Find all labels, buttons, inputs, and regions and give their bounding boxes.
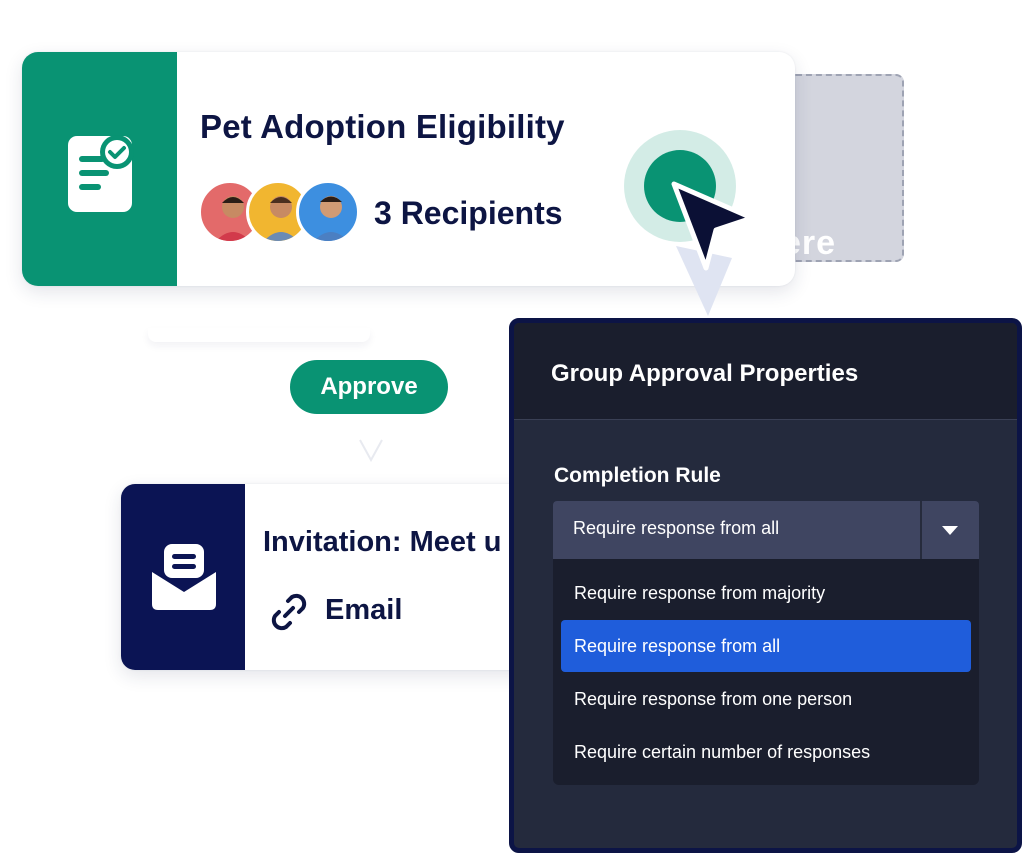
avatar <box>246 180 310 244</box>
form-card-sidebar <box>22 52 177 286</box>
panel-header: Group Approval Properties <box>514 323 1017 420</box>
option-majority[interactable]: Require response from majority <box>574 583 826 603</box>
completion-rule-dropdown: Require response from majority Require r… <box>553 559 979 785</box>
select-divider <box>920 501 922 559</box>
cursor-icon <box>668 178 762 279</box>
avatar <box>296 180 360 244</box>
email-card-sidebar <box>121 484 245 670</box>
form-check-icon <box>65 130 135 219</box>
avatar <box>198 180 262 244</box>
recipients-count[interactable]: 3 Recipients <box>374 195 563 231</box>
chevron-down-icon <box>356 434 386 469</box>
email-type-label: Email <box>325 594 403 626</box>
envelope-icon <box>150 542 218 617</box>
card-shadow <box>148 328 370 342</box>
email-element-card[interactable]: Invitation: Meet u Email <box>121 484 541 670</box>
group-approval-properties-panel: Group Approval Properties Completion Rul… <box>509 318 1022 853</box>
form-title: Pet Adoption Eligibility <box>200 108 565 145</box>
option-one-person[interactable]: Require response from one person <box>574 689 853 709</box>
link-icon <box>267 590 311 639</box>
ghost-card-text: ere <box>790 224 837 262</box>
connector-arrow-icon <box>672 244 762 329</box>
caret-down-icon[interactable] <box>940 523 960 542</box>
ghost-card-placeholder: ere <box>788 74 904 262</box>
option-all[interactable]: Require response from all <box>561 620 971 672</box>
completion-rule-select[interactable]: Require response from all <box>553 501 979 559</box>
select-value: Require response from all <box>573 518 780 538</box>
email-title: Invitation: Meet u <box>263 526 502 558</box>
panel-title: Group Approval Properties <box>551 360 859 387</box>
option-certain-number[interactable]: Require certain number of responses <box>574 742 871 762</box>
completion-rule-label: Completion Rule <box>554 464 721 487</box>
approve-button[interactable]: Approve <box>290 360 448 414</box>
